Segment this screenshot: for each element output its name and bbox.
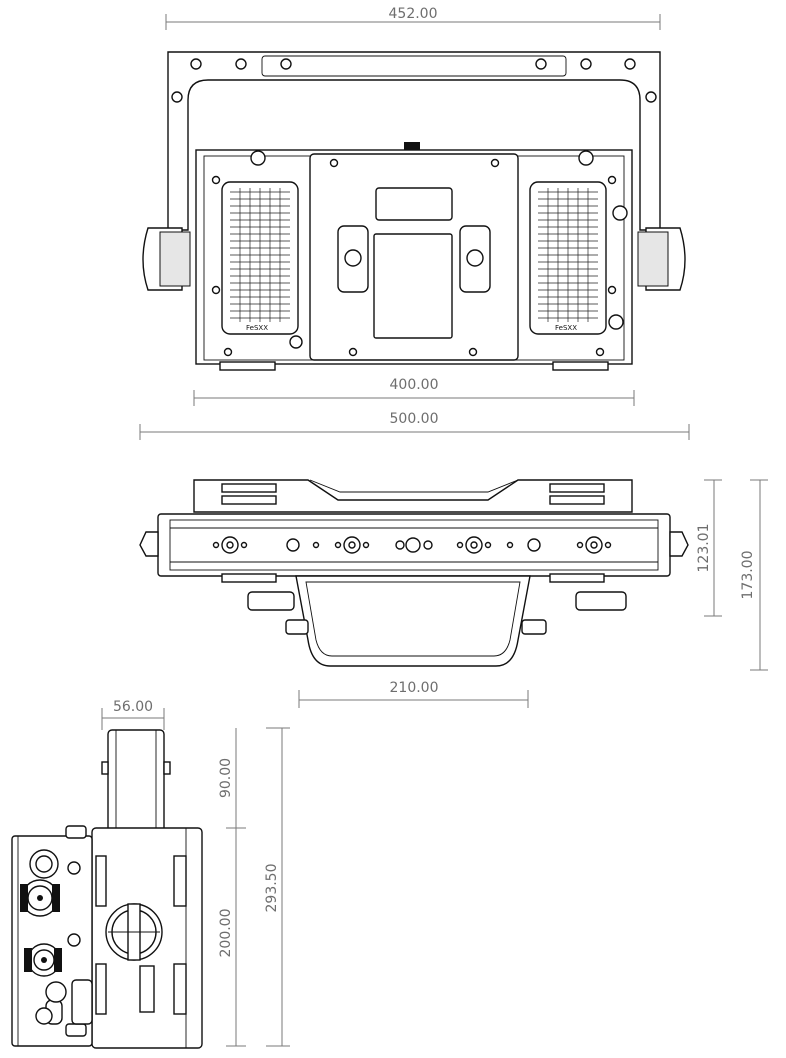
side-connectors bbox=[20, 849, 81, 1025]
dim-label-90: 90.00 bbox=[218, 758, 234, 798]
front-left-brand-label: FeSXX bbox=[246, 324, 268, 332]
front-dim-500: 500.00 bbox=[139, 411, 690, 440]
front-right-knob-cap bbox=[637, 231, 669, 287]
front-view: FeSXX F bbox=[142, 51, 686, 371]
side-dim-90: 90.00 bbox=[218, 728, 246, 829]
front-dim-452: 452.00 bbox=[165, 6, 661, 30]
top-lower-housing bbox=[295, 575, 531, 667]
front-latches bbox=[250, 150, 628, 349]
front-body-foot-left bbox=[219, 361, 276, 371]
top-rail-fasteners bbox=[212, 536, 612, 554]
front-dim-400: 400.00 bbox=[193, 377, 635, 406]
side-view bbox=[11, 729, 203, 1049]
front-body-foot-right bbox=[552, 361, 609, 371]
side-dim-56: 56.00 bbox=[101, 699, 165, 730]
dim-label-56: 56.00 bbox=[113, 699, 153, 715]
top-view bbox=[139, 479, 689, 667]
top-dim-123: 123.01 bbox=[696, 479, 722, 617]
front-yoke bbox=[167, 51, 661, 231]
dim-label-452: 452.00 bbox=[389, 6, 438, 22]
front-yoke-top-plate bbox=[261, 55, 567, 77]
front-left-fan-grille bbox=[230, 188, 290, 322]
dim-label-500: 500.00 bbox=[390, 411, 439, 427]
front-center-screws bbox=[211, 158, 617, 357]
dim-label-210: 210.00 bbox=[390, 680, 439, 696]
top-dim-210: 210.00 bbox=[298, 680, 529, 708]
dim-label-200: 200.00 bbox=[218, 909, 234, 958]
dim-label-123: 123.01 bbox=[696, 524, 712, 573]
front-center-label-slot bbox=[375, 187, 453, 221]
side-dim-293: 293.50 bbox=[264, 727, 290, 1047]
front-right-fan-grille bbox=[538, 188, 598, 322]
front-center-window bbox=[373, 233, 453, 339]
front-center-brackets bbox=[337, 225, 491, 293]
dim-label-293: 293.50 bbox=[264, 864, 280, 913]
side-dim-200: 200.00 bbox=[218, 828, 246, 1047]
dim-label-173: 173.00 bbox=[740, 551, 756, 600]
front-right-brand-label: FeSXX bbox=[555, 324, 577, 332]
front-left-knob-cap bbox=[159, 231, 191, 287]
dim-label-400: 400.00 bbox=[390, 377, 439, 393]
front-yoke-screws bbox=[171, 58, 657, 103]
front-top-stub bbox=[404, 142, 420, 150]
top-dim-173: 173.00 bbox=[740, 479, 768, 671]
